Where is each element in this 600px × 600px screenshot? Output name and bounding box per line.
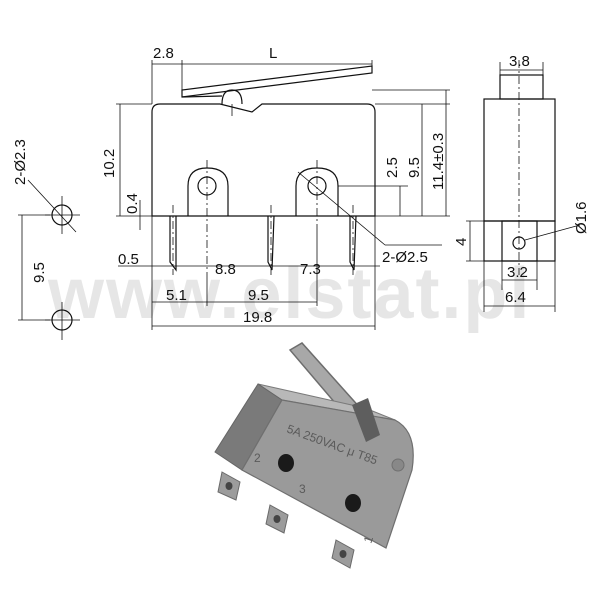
dim-span-a: 5.1 xyxy=(166,287,187,304)
side-actuator xyxy=(499,74,544,100)
photo-terminal-hole xyxy=(225,482,233,490)
watermark: www.elstat.pl xyxy=(47,254,531,334)
photo-plunger xyxy=(352,398,380,442)
hole-pattern: 2-Ø2.3 9.5 xyxy=(12,139,80,340)
dim-terminal-gap: 0.4 xyxy=(124,193,141,214)
body-outline xyxy=(151,103,376,217)
leader-line xyxy=(297,171,386,246)
dim-total-height: 11.4±0.3 xyxy=(430,133,447,190)
dim-mount-hole-spacing: 9.5 xyxy=(31,262,48,283)
side-terminal xyxy=(501,220,538,262)
plunger xyxy=(221,89,243,105)
dim-pitch-b: 7.3 xyxy=(300,261,321,278)
dim-hole-height-a: 2.5 xyxy=(384,157,401,178)
photo-dimple xyxy=(391,458,405,472)
dim-overall-length: 19.8 xyxy=(243,309,272,326)
mount-lug-left xyxy=(187,167,229,216)
photo-terminal-label-3: 3 xyxy=(299,482,306,496)
photo-terminal-hole xyxy=(339,550,347,558)
leader-line xyxy=(524,224,581,241)
dim-side-inner-width: 3.2 xyxy=(507,264,528,281)
dim-body-height: 10.2 xyxy=(101,149,118,178)
side-body xyxy=(483,98,556,222)
front-view: 2.8 L 10.2 0.4 0.5 8.8 7.3 5.1 9.5 19.8 … xyxy=(101,45,450,330)
lever-base xyxy=(181,95,223,98)
photo-hole-right xyxy=(345,494,361,512)
product-photo: 5A 250VAC μ T85 2 3 1 xyxy=(214,342,414,569)
dim-lever-offset: 2.8 xyxy=(153,45,174,62)
dim-terminal-width: 0.5 xyxy=(118,251,139,268)
dim-side-width: 6.4 xyxy=(505,289,526,306)
dim-side-top-width: 3.8 xyxy=(509,53,530,70)
leader-line xyxy=(27,179,77,233)
side-view: 3.8 Ø1.6 4 3.2 6.4 xyxy=(453,53,590,312)
dim-lever-length: L xyxy=(269,45,277,62)
photo-terminal-hole xyxy=(273,515,281,523)
dim-span-b: 9.5 xyxy=(248,287,269,304)
dim-side-pin-diameter: Ø1.6 xyxy=(573,201,590,234)
dim-mount-hole-diameter: 2-Ø2.3 xyxy=(12,139,29,185)
photo-terminal-label-1: 1 xyxy=(361,534,377,545)
lever xyxy=(181,65,373,98)
photo-terminal-label-2: 2 xyxy=(254,451,261,465)
dim-hole-height-b: 9.5 xyxy=(406,157,423,178)
photo-hole-left xyxy=(278,454,294,472)
dim-pitch-a: 8.8 xyxy=(215,261,236,278)
dim-side-pin-height: 4 xyxy=(453,238,470,246)
dim-hole-diameter: 2-Ø2.5 xyxy=(382,249,428,266)
